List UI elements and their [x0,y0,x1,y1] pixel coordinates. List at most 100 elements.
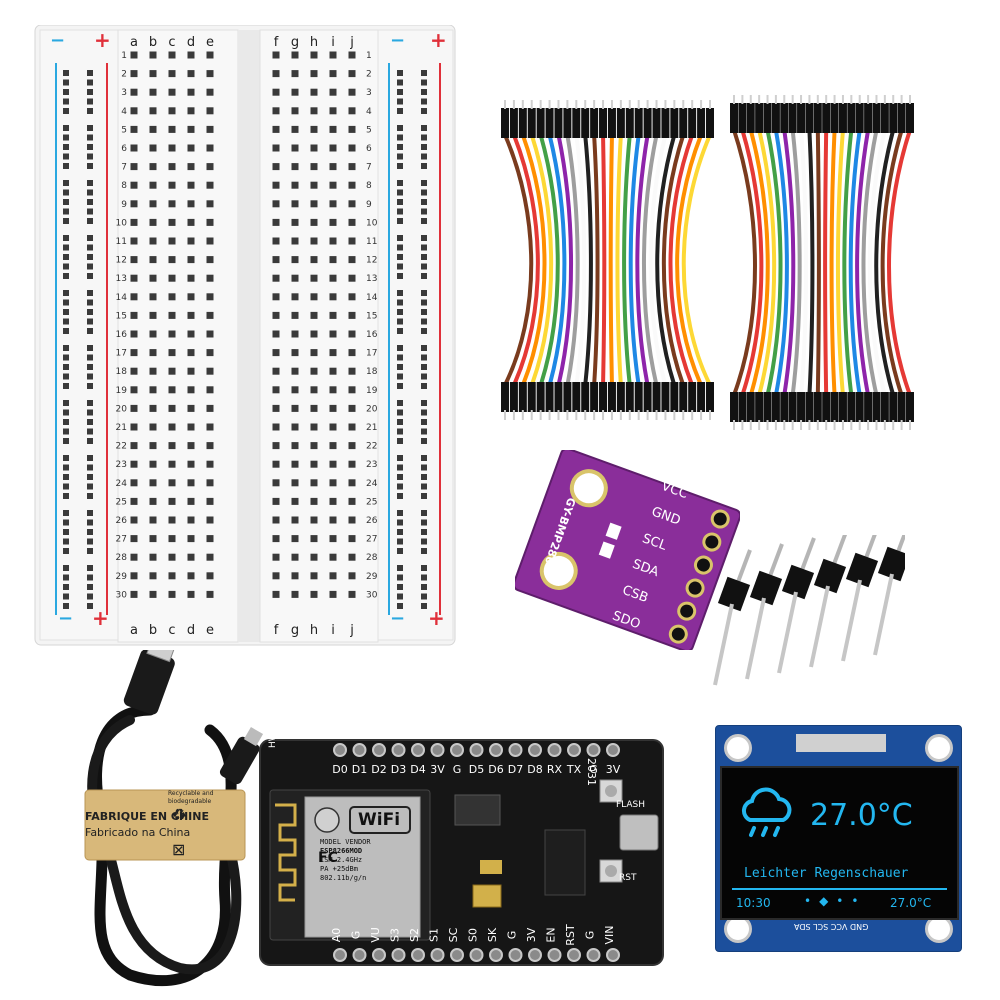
wire-connector [607,108,616,138]
wire-pin [593,410,596,420]
pin-label-top: 3V [430,763,445,776]
row-number: 7 [366,163,372,173]
row-number: 2 [121,70,127,80]
wire-connector [688,108,697,138]
jumper-wire [608,134,614,386]
wire-pin [808,420,811,430]
module-line: ISM 2.4GHz [320,856,363,864]
wire-connector [572,108,581,138]
jumper-wire [765,129,783,396]
jumper-wire [823,129,829,396]
wire-pin [766,420,769,430]
wire-connector [755,392,764,422]
pin-label-top: RX [547,763,563,776]
pin-label-bottom: G [584,931,597,940]
wire-connector [813,392,822,422]
row-number: 30 [116,590,128,600]
header-plastic [845,552,879,588]
wire-pin [758,420,761,430]
jumper-wire [887,129,912,396]
pin-label-top: G [453,763,462,776]
wire-connector [616,108,625,138]
row-number: 1 [366,51,372,61]
wire-pin [539,100,542,109]
pin-label-top: D5 [469,763,484,776]
wire-connector [864,103,873,133]
column-letter: j [349,623,354,638]
wire-pin [833,95,836,104]
sensor-pin-pad [685,578,705,598]
jumper-wire [648,134,668,386]
module-line: PA +25dBm [320,865,358,873]
row-number: 15 [366,311,377,321]
rail-minus-sign-right: − [390,30,406,51]
row-number: 21 [116,423,127,433]
column-letter: i [331,623,335,638]
wire-connector [509,382,518,412]
jumper-wire [855,129,871,396]
pin-label-bottom: SC [447,927,460,942]
header-hole [469,743,484,757]
mount-hole [724,734,752,762]
oled-divider [732,888,947,890]
column-letter: i [331,35,335,50]
rail-plus-sign: + [94,28,111,52]
header-hole [508,948,523,962]
wire-connector [625,108,634,138]
fcc-logo-icon: FC [318,850,338,866]
jumper-wire [622,134,632,386]
header-hole [391,948,406,962]
rain-cloud-icon [741,787,792,837]
wire-connector [581,108,590,138]
jumper-wire [842,129,854,396]
wire-pin [791,420,794,430]
wire-pin [816,420,819,430]
rail-minus-sign-bottom-right: − [390,608,406,629]
wire-pin [709,100,711,109]
pin-label-top: D1 [352,763,367,776]
wire-pin [637,410,640,420]
wire-pin [691,100,694,109]
header-hole [567,743,581,757]
row-number: 29 [366,572,378,582]
pin-label-bottom: VU [369,927,382,943]
row-number: 29 [116,572,128,582]
wire-pin [892,420,895,430]
header-pin [713,603,734,686]
wire-connector [780,392,789,422]
row-number: 5 [366,125,372,135]
wire-connector [643,382,652,412]
wire-pin [867,420,870,430]
wire-connector [590,108,599,138]
header-plastic [813,558,847,594]
wire-pin [602,100,605,109]
wire-connector [797,392,806,422]
wire-connector [652,108,661,138]
wire-connector [572,382,581,412]
jumper-wire [732,129,757,396]
row-number: 19 [366,386,378,396]
jumper-wire [565,134,580,386]
wire-connector [625,382,634,412]
jumper-wire [829,129,837,396]
header-pin [896,535,905,553]
column-letter: h [310,623,318,638]
wire-pin [774,95,777,104]
column-letter: h [310,35,318,50]
row-number: 22 [366,442,377,452]
jumper-wire [681,134,712,386]
jumper-wire [668,134,695,386]
header-pin [745,597,766,680]
wire-pin [628,410,631,420]
column-letter: a [130,623,138,638]
jumper-wire [807,129,815,396]
wire-pin [584,100,587,109]
wire-connector [830,392,839,422]
rail-plus-sign-bottom: + [92,606,109,630]
wire-connector [679,108,688,138]
jumper-wire [790,129,802,396]
pin-label-bottom: S2 [408,928,421,942]
row-number: 2 [366,70,372,80]
wire-pin [841,420,844,430]
wire-pin [682,410,685,420]
